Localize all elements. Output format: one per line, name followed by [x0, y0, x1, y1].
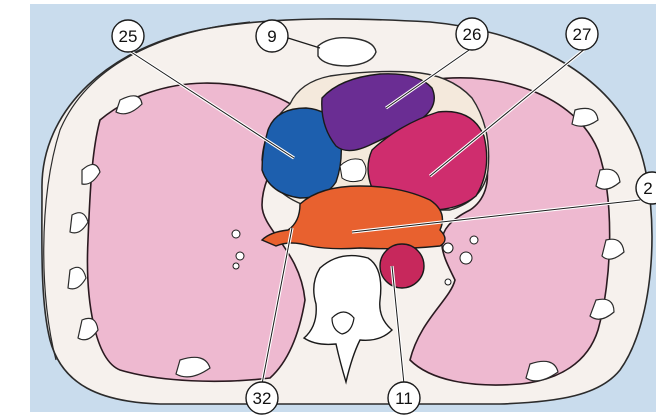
sternum — [318, 38, 376, 66]
svg-text:11: 11 — [395, 389, 413, 408]
callout-32: 32 — [246, 382, 278, 414]
callout-26: 26 — [456, 18, 488, 50]
callout-9: 9 — [256, 20, 288, 52]
svg-text:2: 2 — [643, 179, 652, 198]
callout-25: 25 — [112, 20, 144, 52]
svg-text:25: 25 — [119, 27, 138, 46]
svg-text:27: 27 — [573, 25, 592, 44]
interventricular-gap — [340, 159, 366, 182]
svg-text:32: 32 — [253, 389, 272, 408]
callout-11: 11 — [388, 382, 420, 414]
callout-27: 27 — [566, 18, 598, 50]
svg-text:26: 26 — [463, 25, 482, 44]
descending-aorta — [380, 244, 424, 288]
svg-text:9: 9 — [267, 27, 276, 46]
